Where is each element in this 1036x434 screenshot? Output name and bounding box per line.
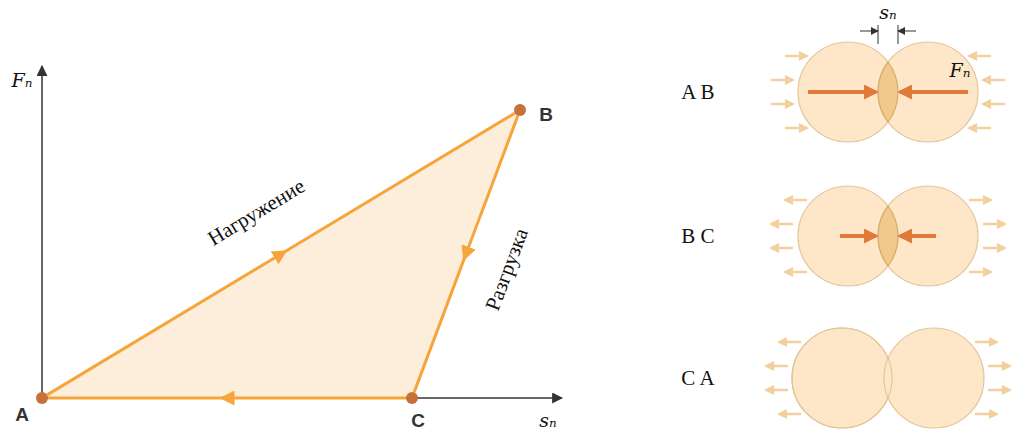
stage-label: A B [681, 82, 714, 103]
pressure-arrows [771, 56, 1005, 128]
pressure-arrow [969, 271, 991, 274]
path-segment [47, 113, 515, 395]
particles-loading [771, 25, 1005, 142]
pressure-arrow [975, 341, 997, 344]
particle [878, 186, 978, 286]
pressure-arrow [983, 79, 1005, 82]
pressure-arrow [988, 365, 1010, 368]
pressure-arrow [969, 199, 991, 202]
pressure-arrow [969, 127, 991, 130]
particle [878, 42, 978, 142]
dimension-line [878, 25, 879, 44]
force-axis [41, 66, 43, 398]
stage-label: C A [681, 368, 714, 389]
dimension-arrow [898, 31, 916, 32]
pressure-arrow [771, 103, 793, 106]
overlap-lens [878, 62, 898, 122]
point-letter: C [411, 411, 425, 430]
particle [792, 328, 892, 428]
pressure-arrow [785, 55, 807, 58]
point-letter: B [539, 105, 553, 124]
pressure-arrow [779, 413, 801, 416]
pressure-arrow [785, 271, 807, 274]
symbol-label: sₙ [879, 3, 896, 22]
particle-outline [792, 328, 892, 428]
symbol-label: Fₙ [950, 61, 971, 80]
force-arrow [808, 90, 876, 94]
pressure-arrow [766, 365, 788, 368]
pressure-arrow [771, 79, 793, 82]
pressure-arrow [983, 247, 1005, 250]
particles-unloading [771, 186, 1005, 286]
pressure-arrow [785, 127, 807, 130]
vertex-point: B [514, 104, 526, 116]
pressure-arrow [969, 55, 991, 58]
force-arrow [900, 90, 968, 94]
vertex-point: A [36, 392, 48, 404]
point-letter: A [15, 405, 29, 424]
hysteresis-area [42, 110, 520, 398]
dimension-arrow [860, 31, 878, 32]
force-arrow [900, 234, 936, 238]
pressure-arrow [785, 199, 807, 202]
pressure-arrow [983, 223, 1005, 226]
overlap-lens [878, 206, 898, 266]
dimension-line [898, 25, 899, 44]
pressure-arrow [983, 103, 1005, 106]
path-segment [48, 397, 406, 400]
symbol-label: sₙ [539, 411, 556, 430]
pressure-arrow [975, 413, 997, 416]
pressure-arrows [766, 342, 1010, 414]
stage-label: B C [681, 226, 714, 247]
pressure-arrows [771, 200, 1005, 272]
phase-label: Разгрузка [482, 225, 532, 313]
particle [798, 186, 898, 286]
phase-label: Нагружение [204, 176, 308, 250]
overlap-axis [42, 397, 562, 399]
symbol-label: Fₙ [12, 71, 33, 90]
particle [884, 328, 984, 428]
particle [798, 42, 898, 142]
force-arrow [840, 234, 876, 238]
vertex-point: C [406, 392, 418, 404]
particles-separating [766, 328, 1010, 428]
pressure-arrow [779, 341, 801, 344]
pressure-arrow [771, 247, 793, 250]
pressure-arrow [988, 389, 1010, 392]
pressure-arrow [771, 223, 793, 226]
pressure-arrow [766, 389, 788, 392]
